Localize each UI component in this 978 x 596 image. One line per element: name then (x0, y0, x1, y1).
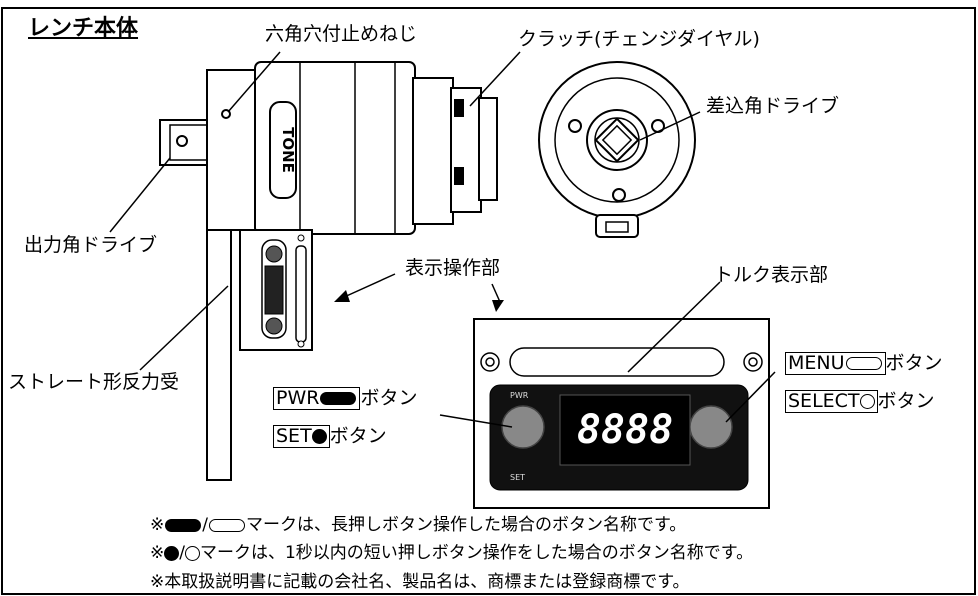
label-square-drive-in: 差込角ドライブ (706, 95, 840, 117)
label-hex-screw: 六角穴付止めねじ (265, 23, 418, 45)
arrow-display-panel (334, 290, 350, 302)
pwr-text: PWR (276, 387, 320, 409)
label-torque-display: トルク表示部 (714, 264, 829, 286)
label-display-panel: 表示操作部 (405, 257, 501, 279)
black-pill-icon (320, 392, 357, 405)
select-box: SELECT (785, 390, 878, 413)
set-box: SET (273, 425, 330, 448)
panel-slot (509, 347, 725, 377)
pwr-box: PWR (273, 387, 361, 410)
menu-suffix: ボタン (885, 352, 943, 374)
label-menu-button: MENU ボタン (785, 352, 943, 375)
housing-step-3 (478, 97, 498, 201)
set-text: SET (276, 425, 312, 447)
label-output-drive: 出力角ドライブ (24, 234, 158, 256)
page-title: レンチ本体 (28, 16, 139, 41)
note2-prefix: ※ (150, 543, 165, 563)
brand-badge (269, 101, 297, 199)
black-dot-icon (164, 545, 180, 561)
drive-tab (595, 214, 639, 238)
torque-readout: 8888 (577, 407, 673, 453)
leader-lines (109, 51, 776, 428)
note1-sep: / (202, 515, 208, 535)
drive-hole-bottom (612, 188, 626, 202)
label-reaction-arm: ストレート形反力受 (8, 371, 180, 393)
black-pill-icon (165, 518, 202, 532)
note-trademark: ※本取扱説明書に記載の会社名、製品名は、商標または登録商標です。 (150, 572, 690, 592)
panel-set-text: SET (510, 473, 525, 482)
panel-pwr-text: PWR (510, 391, 529, 400)
note1-text: マークは、長押しボタン操作した場合のボタン名称です。 (245, 515, 687, 535)
pwr-set-button (501, 405, 545, 449)
white-pill-icon (208, 518, 245, 532)
white-pill-icon (845, 357, 882, 370)
note-long-press: ※ / マークは、長押しボタン操作した場合のボタン名称です。 (150, 517, 686, 534)
label-clutch: クラッチ(チェンジダイヤル) (518, 28, 760, 50)
figure-frame (1, 7, 976, 595)
black-dot-icon (311, 429, 327, 444)
note1-prefix: ※ (150, 515, 165, 535)
square-drive-front-view (538, 61, 696, 238)
label-pwr-button: PWR ボタン (273, 387, 417, 410)
white-dot-icon (184, 545, 200, 561)
pwr-suffix: ボタン (360, 387, 418, 409)
select-text: SELECT (788, 390, 860, 412)
body-left-block (206, 69, 258, 231)
menu-select-button (689, 405, 733, 449)
note2-sep: / (179, 543, 185, 563)
note-short-press: ※ / マークは、1秒以内の短い押しボタン操作をした場合のボタン名称です。 (150, 545, 753, 562)
menu-text: MENU (788, 352, 845, 374)
white-dot-icon (859, 394, 875, 409)
arrow-panel-detail (492, 300, 504, 312)
drive-hole-left (568, 119, 582, 133)
housing-step-1 (412, 77, 454, 225)
torque-display (559, 394, 691, 466)
brand-text: TONE (279, 127, 297, 173)
label-set-button: SET ボタン (273, 425, 387, 448)
menu-box: MENU (785, 352, 886, 375)
select-suffix: ボタン (877, 390, 935, 412)
housing-step-2 (450, 87, 482, 213)
set-suffix: ボタン (329, 425, 387, 447)
label-select-button: SELECT ボタン (785, 390, 935, 413)
display-panel-detail (473, 318, 770, 509)
wrench-side-view (159, 61, 498, 481)
output-drive-hole (176, 135, 188, 147)
note2-text: マークは、1秒以内の短い押しボタン操作をした場合のボタン名称です。 (199, 543, 754, 563)
